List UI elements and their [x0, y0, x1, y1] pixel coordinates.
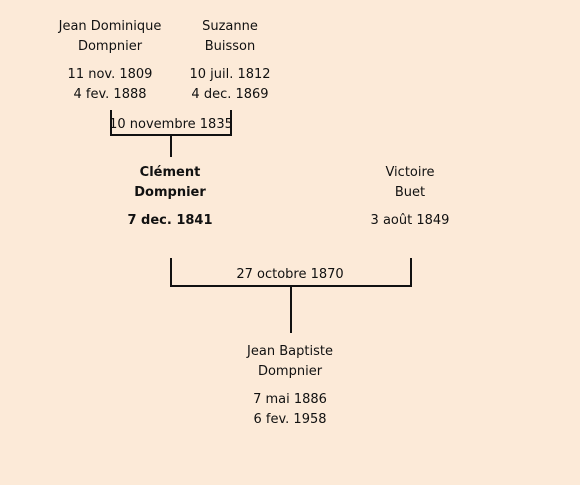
grandmother-last-name: Buisson — [204, 39, 256, 54]
parents-descent-line — [290, 287, 292, 333]
child-birth: 7 mai 1886 — [253, 392, 327, 407]
grandfather-first-name: Jean Dominique — [58, 19, 162, 34]
grandparents-bracket-left — [110, 110, 112, 136]
child-first-name: Jean Baptiste — [247, 344, 333, 359]
grandparents-marriage-date: 10 novembre 1835 — [109, 117, 233, 132]
mother-last-name: Buet — [394, 185, 426, 200]
child-death: 6 fev. 1958 — [253, 412, 327, 427]
grandparents-descent-line — [170, 136, 172, 157]
grandparents-bracket-bottom — [110, 134, 232, 136]
father-birth: 7 dec. 1841 — [127, 213, 213, 228]
father-first-name: Clément — [139, 165, 201, 180]
parents-marriage-date: 27 octobre 1870 — [236, 267, 344, 282]
parents-bracket-right — [410, 258, 412, 287]
grandfather-last-name: Dompnier — [77, 39, 143, 54]
grandmother-death: 4 dec. 1869 — [191, 87, 269, 102]
mother-birth: 3 août 1849 — [370, 213, 450, 228]
grandmother-birth: 10 juil. 1812 — [189, 67, 271, 82]
mother-first-name: Victoire — [385, 165, 435, 180]
grandfather-death: 4 fev. 1888 — [73, 87, 147, 102]
grandfather-birth: 11 nov. 1809 — [67, 67, 153, 82]
parents-bracket-left — [170, 258, 172, 287]
child-last-name: Dompnier — [257, 364, 323, 379]
grandmother-first-name: Suzanne — [202, 19, 258, 34]
grandparents-bracket-right — [230, 110, 232, 136]
parents-bracket-bottom — [170, 285, 412, 287]
father-last-name: Dompnier — [134, 185, 206, 200]
